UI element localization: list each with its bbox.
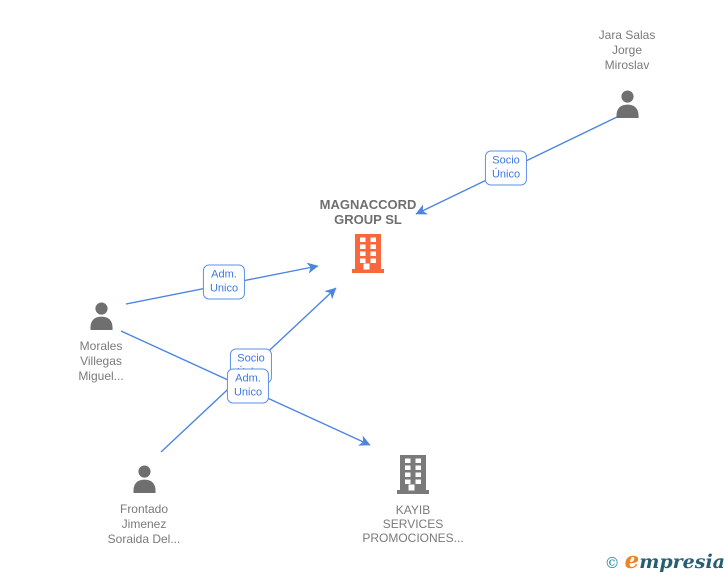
node-label-magnaccord: MAGNACCORD GROUP SL xyxy=(319,197,417,227)
node-label-frontado: Frontado Jimenez Soraida Del... xyxy=(107,502,181,546)
copyright-icon: © xyxy=(604,554,620,572)
edge-label-adm-unico-morales[interactable]: Adm. Unico xyxy=(202,264,246,300)
empresia-logo: empresia xyxy=(624,547,725,574)
person-icon xyxy=(87,301,116,330)
node-jara-salas[interactable]: Jara Salas Jorge Miroslav xyxy=(567,28,687,123)
building-icon xyxy=(352,234,384,273)
node-magnaccord-group-sl[interactable]: MAGNACCORD GROUP SL xyxy=(298,197,438,278)
person-icon xyxy=(130,464,159,493)
node-label-morales: Morales Villegas Miguel... xyxy=(78,339,124,383)
node-label-kayib: KAYIB SERVICES PROMOCIONES... xyxy=(362,503,464,545)
node-kayib-services[interactable]: KAYIB SERVICES PROMOCIONES... xyxy=(343,455,483,545)
edge-label-adm-unico-kayib[interactable]: Adm. Unico xyxy=(226,368,270,404)
person-icon xyxy=(613,89,642,118)
node-frontado-jimenez[interactable]: Frontado Jimenez Soraida Del... xyxy=(84,464,204,547)
empresia-watermark: © empresia xyxy=(604,547,725,574)
building-icon xyxy=(397,455,429,494)
node-morales-villegas[interactable]: Morales Villegas Miguel... xyxy=(41,301,161,384)
edge-label-socio-unico-jara[interactable]: Socio Único xyxy=(484,150,528,186)
node-label-jara-salas: Jara Salas Jorge Miroslav xyxy=(598,28,656,72)
